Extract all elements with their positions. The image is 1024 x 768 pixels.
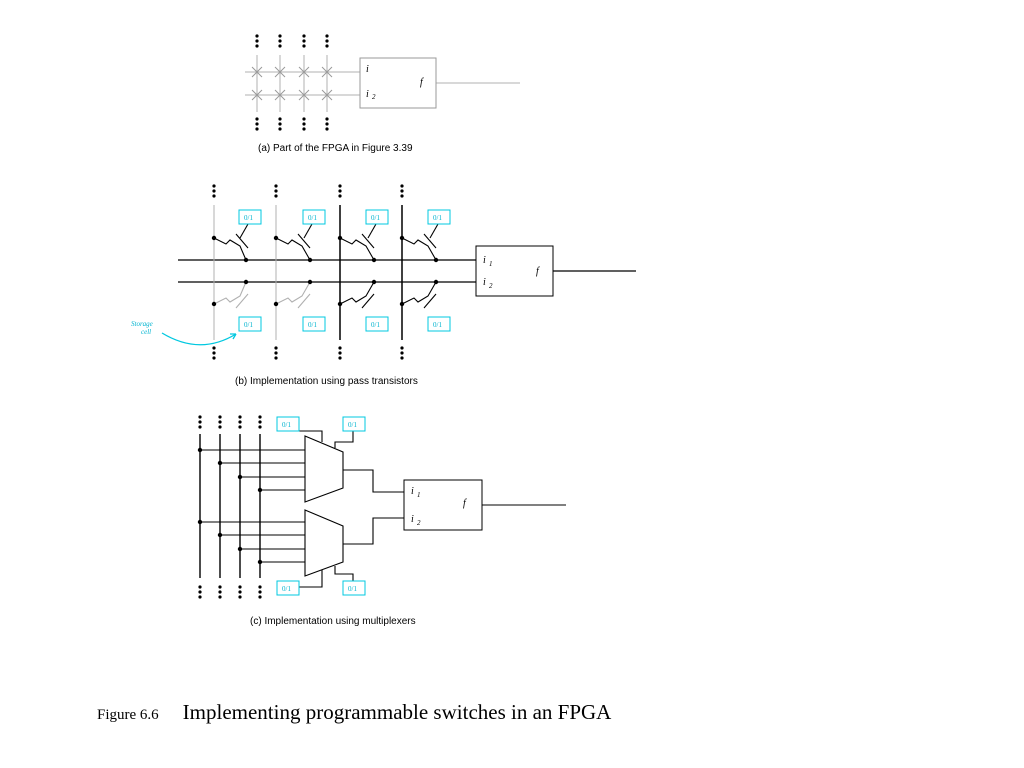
panel-b-cell-label: 0/1 xyxy=(308,321,317,329)
panel-a-dots xyxy=(255,34,329,131)
panel-b-input-2-sub: 2 xyxy=(489,282,493,290)
panel-b-storage-cells: 0/1 0/1 0/1 0/1 0/1 0/1 0/1 0/1 xyxy=(238,209,451,332)
panel-a-input-1: i xyxy=(366,64,369,75)
panel-b-vertical-wires xyxy=(213,205,403,340)
panel-b-logic-block xyxy=(475,245,554,297)
panel-c: 0/1 0/1 0/1 0/1 i 1 i 2 f (c) Implementa… xyxy=(197,415,566,627)
panel-c-input-2: i xyxy=(411,514,414,525)
panel-a-logic-block xyxy=(359,57,437,109)
panel-b-cell-label: 0/1 xyxy=(433,214,442,222)
panel-c-mux-output-wires xyxy=(343,469,566,545)
panel-c-caption: (c) Implementation using multiplexers xyxy=(250,616,416,627)
panel-b-cell-label: 0/1 xyxy=(371,321,380,329)
panel-c-cell-label: 0/1 xyxy=(348,585,357,593)
panel-c-junction-dots xyxy=(197,447,263,565)
panel-b-horizontal-wires xyxy=(178,259,636,283)
panel-a-crosspoints xyxy=(251,66,333,101)
panel-a-caption: (a) Part of the FPGA in Figure 3.39 xyxy=(258,143,413,154)
panel-b-cell-label: 0/1 xyxy=(244,321,253,329)
panel-b-storage-arrow xyxy=(161,332,237,346)
panel-c-output: f xyxy=(463,498,467,509)
panel-b-cell-label: 0/1 xyxy=(371,214,380,222)
panel-b-storage-label-line2: cell xyxy=(141,328,151,336)
panel-b-cell-label: 0/1 xyxy=(308,214,317,222)
panel-c-dots xyxy=(198,415,262,599)
panel-b-output: f xyxy=(536,266,540,277)
figure-number: Figure 6.6 xyxy=(97,707,159,723)
panel-a-grid xyxy=(245,55,520,112)
panel-c-logic-block xyxy=(403,479,483,531)
panel-b-storage-label-line1: Storage xyxy=(131,320,153,328)
panel-c-vertical-wires xyxy=(199,434,261,578)
panel-c-cell-label: 0/1 xyxy=(282,421,291,429)
panel-b: 0/1 0/1 0/1 0/1 0/1 0/1 0/1 0/1 Storage … xyxy=(131,184,636,387)
panel-b-cell-label: 0/1 xyxy=(433,321,442,329)
panel-b-input-1: i xyxy=(483,255,486,266)
panel-a-output: f xyxy=(420,77,424,88)
panel-a-input-2-sub: 2 xyxy=(372,93,376,101)
panel-c-input-1: i xyxy=(411,486,414,497)
figure-title: Implementing programmable switches in an… xyxy=(182,700,612,724)
panel-b-input-1-sub: 1 xyxy=(489,260,493,268)
panel-b-dots xyxy=(212,184,404,360)
panel-b-storage-arrowhead xyxy=(230,333,237,340)
panel-a: i i 2 f (a) Part of the FPGA in Figure 3… xyxy=(245,34,520,154)
panel-b-caption: (b) Implementation using pass transistor… xyxy=(235,376,418,387)
panel-c-mux-input-wires xyxy=(200,449,305,563)
panel-b-junction-dots xyxy=(211,235,439,307)
panel-b-pass-transistors-top xyxy=(213,223,439,261)
panel-c-input-2-sub: 2 xyxy=(417,519,421,527)
figure-caption: Figure 6.6 Implementing programmable swi… xyxy=(97,700,611,725)
panel-c-cell-label: 0/1 xyxy=(282,585,291,593)
panel-c-storage-cells: 0/1 0/1 0/1 0/1 xyxy=(276,416,366,596)
panel-c-cell-label: 0/1 xyxy=(348,421,357,429)
panel-a-input-2: i xyxy=(366,89,369,100)
panel-c-mux-top xyxy=(304,435,344,503)
panel-b-cell-label: 0/1 xyxy=(244,214,253,222)
panel-b-pass-transistors-bottom xyxy=(213,281,437,309)
panel-b-input-2: i xyxy=(483,277,486,288)
panel-c-mux-bottom xyxy=(304,509,344,577)
panel-c-input-1-sub: 1 xyxy=(417,491,421,499)
